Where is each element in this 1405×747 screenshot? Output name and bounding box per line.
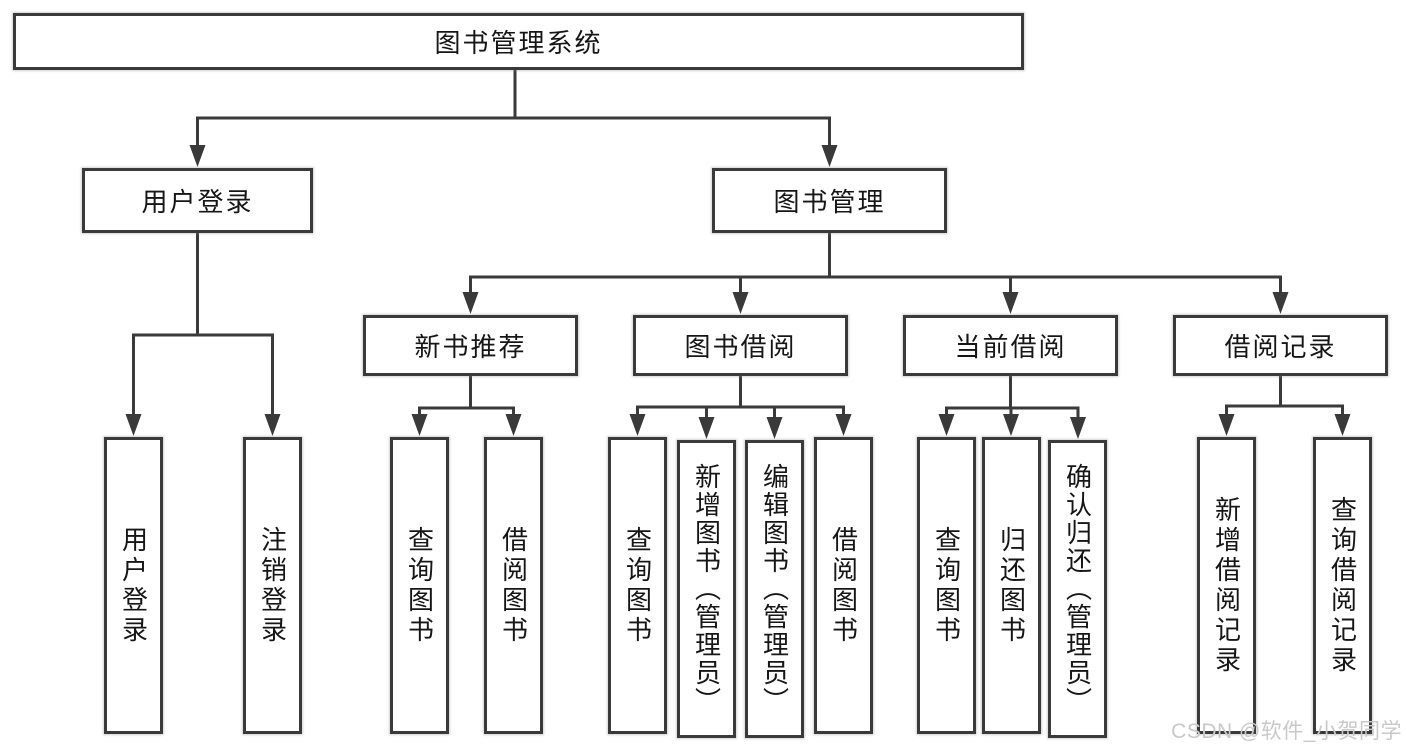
- connector-borrow-record-children: [1218, 374, 1351, 436]
- arrowhead: [1002, 292, 1019, 314]
- node-label: 确认归还（管理员）: [1062, 463, 1093, 715]
- arrowhead: [766, 417, 783, 439]
- node-library-management-system: 图书管理系统: [13, 13, 1024, 70]
- node-label: 新书推荐: [414, 332, 527, 362]
- node-book-management: 图书管理: [712, 168, 947, 233]
- leaf-edit-books-admin: 编辑图书（管理员）: [745, 440, 804, 738]
- arrowhead: [698, 417, 715, 439]
- arrowhead: [1218, 414, 1235, 436]
- leaf-logout: 注销登录: [243, 437, 302, 734]
- arrowhead: [835, 414, 852, 436]
- node-label: 查询图书: [931, 525, 962, 646]
- node-label: 新增借阅记录: [1211, 495, 1242, 676]
- leaf-query-borrow-record: 查询借阅记录: [1313, 437, 1372, 734]
- arrowhead: [821, 145, 838, 167]
- node-user-login: 用户登录: [82, 168, 313, 233]
- connector-book-borrow-children: [629, 374, 852, 439]
- node-label: 新增图书（管理员）: [691, 463, 722, 715]
- leaf-add-borrow-record: 新增借阅记录: [1197, 437, 1256, 734]
- node-label: 图书管理系统: [434, 28, 603, 58]
- leaf-confirm-return-admin: 确认归还（管理员）: [1048, 440, 1107, 738]
- connector-root-to-level2: [189, 68, 838, 167]
- leaf-add-books-admin: 新增图书（管理员）: [677, 440, 736, 738]
- node-current-borrow: 当前借阅: [903, 315, 1118, 376]
- arrowhead: [264, 414, 281, 436]
- connector-current-borrow-children: [938, 374, 1086, 439]
- node-label: 注销登录: [257, 525, 288, 646]
- node-label: 图书借阅: [684, 332, 797, 362]
- node-label: 用户登录: [141, 187, 254, 217]
- node-borrow-record: 借阅记录: [1173, 315, 1388, 376]
- connector-book-management-children: [462, 231, 1289, 314]
- leaf-query-books: 查询图书: [390, 437, 449, 734]
- arrowhead: [1334, 414, 1351, 436]
- node-label: 图书管理: [773, 187, 886, 217]
- arrowhead: [1003, 414, 1019, 436]
- node-label: 归还图书: [996, 525, 1027, 646]
- node-label: 查询借阅记录: [1327, 495, 1358, 676]
- arrowhead: [462, 292, 479, 314]
- leaf-return-books: 归还图书: [982, 437, 1041, 734]
- leaf-query-books: 查询图书: [917, 437, 976, 734]
- node-label: 借阅图书: [828, 525, 859, 646]
- node-label: 借阅记录: [1224, 332, 1337, 362]
- arrowhead: [189, 145, 206, 167]
- node-label: 借阅图书: [498, 525, 529, 646]
- node-book-borrow: 图书借阅: [633, 315, 848, 376]
- connector-new-book-children: [411, 374, 522, 436]
- node-label: 编辑图书（管理员）: [759, 463, 790, 715]
- arrowhead: [629, 414, 646, 436]
- node-new-book-recommend: 新书推荐: [363, 315, 578, 376]
- arrowhead: [938, 414, 955, 436]
- arrowhead: [411, 414, 428, 436]
- leaf-user-login: 用户登录: [104, 437, 163, 734]
- arrowhead: [1272, 292, 1289, 314]
- leaf-borrow-books: 借阅图书: [484, 437, 543, 734]
- node-label: 当前借阅: [954, 332, 1067, 362]
- node-label: 查询图书: [622, 525, 653, 646]
- arrowhead: [125, 414, 142, 436]
- connector-user-login-children: [125, 231, 281, 436]
- csdn-watermark: CSDN @软件_小贺同学: [1171, 720, 1402, 743]
- leaf-query-books: 查询图书: [608, 437, 667, 734]
- leaf-borrow-books: 借阅图书: [814, 437, 873, 734]
- node-label: 查询图书: [404, 525, 435, 646]
- arrowhead: [505, 414, 522, 436]
- node-label: 用户登录: [118, 525, 149, 646]
- arrowhead: [1070, 417, 1086, 439]
- arrowhead: [732, 292, 749, 314]
